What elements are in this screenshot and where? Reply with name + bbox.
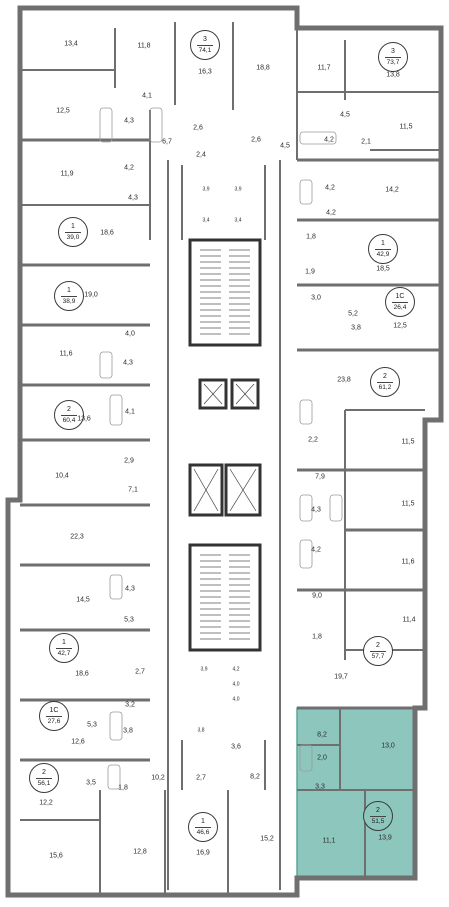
apartment-badge[interactable]: 1С 26,4 bbox=[385, 287, 415, 317]
badge-divider bbox=[197, 44, 213, 46]
apartment-area: 42,9 bbox=[376, 250, 390, 258]
apartment-area: 38,9 bbox=[62, 297, 76, 305]
bathtub-icon bbox=[109, 711, 123, 741]
elevator-cross bbox=[203, 383, 223, 405]
apartment-area: 56,1 bbox=[37, 779, 51, 787]
bathtub-icon bbox=[107, 764, 121, 790]
badge-divider bbox=[65, 231, 81, 233]
apartment-rooms: 2 bbox=[67, 405, 71, 413]
apartment-rooms: 1С bbox=[395, 292, 405, 300]
outer-wall bbox=[5, 5, 444, 898]
apartment-area: 57,7 bbox=[371, 652, 385, 660]
apartment-area: 73,7 bbox=[386, 58, 400, 66]
bathtub-icon bbox=[99, 351, 113, 379]
bathtub-icon bbox=[299, 744, 313, 772]
apartment-area: 27,6 bbox=[47, 717, 61, 725]
badge-divider bbox=[370, 650, 386, 652]
apartment-rooms: 2 bbox=[42, 768, 46, 776]
bathtub-icon bbox=[329, 494, 343, 522]
badge-divider bbox=[385, 56, 401, 58]
apartment-rooms: 1 bbox=[62, 638, 66, 646]
apartment-area: 39,0 bbox=[66, 233, 80, 241]
apartment-rooms: 2 bbox=[376, 641, 380, 649]
bathtub-icon bbox=[109, 394, 123, 426]
badge-divider bbox=[377, 381, 393, 383]
elevator-shaft bbox=[230, 378, 260, 410]
apartment-area: 26,4 bbox=[393, 303, 407, 311]
apartment-rooms: 1С bbox=[49, 706, 59, 714]
bathtub-icon bbox=[99, 107, 113, 143]
elevator-cross bbox=[235, 383, 255, 405]
apartment-area: 60,4 bbox=[62, 416, 76, 424]
badge-divider bbox=[56, 647, 72, 649]
apartment-area: 74,1 bbox=[198, 46, 212, 54]
bathtub-icon bbox=[109, 574, 123, 600]
apartment-rooms: 1 bbox=[381, 239, 385, 247]
apartment-area: 46,6 bbox=[196, 828, 210, 836]
badge-divider bbox=[61, 414, 77, 416]
badge-divider bbox=[392, 301, 408, 303]
apartment-area: 51,5 bbox=[371, 817, 385, 825]
bathtub-icon bbox=[299, 494, 313, 522]
elevator-cross bbox=[193, 468, 219, 512]
badge-divider bbox=[36, 777, 52, 779]
apartment-rooms: 3 bbox=[203, 35, 207, 43]
badge-divider bbox=[195, 826, 211, 828]
stair-shaft bbox=[188, 238, 262, 347]
badge-divider bbox=[61, 295, 77, 297]
elevator-shaft bbox=[198, 378, 228, 410]
badge-divider bbox=[375, 248, 391, 250]
apartment-area: 42,7 bbox=[57, 649, 71, 657]
elevator-shaft bbox=[188, 463, 224, 517]
apartment-rooms: 1 bbox=[71, 222, 75, 230]
apartment-rooms: 2 bbox=[376, 806, 380, 814]
apartment-area: 61,2 bbox=[378, 383, 392, 391]
apartment-rooms: 2 bbox=[383, 372, 387, 380]
highlighted-apartment[interactable] bbox=[296, 707, 416, 879]
apartment-rooms: 1 bbox=[201, 817, 205, 825]
apartment-rooms: 3 bbox=[391, 47, 395, 55]
badge-divider bbox=[46, 715, 62, 717]
bathtub-icon bbox=[299, 399, 313, 425]
bathtub-icon bbox=[149, 107, 163, 143]
stair-shaft bbox=[188, 543, 262, 652]
apartment-badge[interactable]: 1С 27,6 bbox=[39, 701, 69, 731]
elevator-shaft bbox=[224, 463, 262, 517]
apartment-rooms: 1 bbox=[67, 286, 71, 294]
bathtub-icon bbox=[299, 131, 337, 145]
bathtub-icon bbox=[299, 539, 313, 569]
bathtub-icon bbox=[299, 179, 313, 205]
badge-divider bbox=[370, 815, 386, 817]
elevator-cross bbox=[229, 468, 257, 512]
